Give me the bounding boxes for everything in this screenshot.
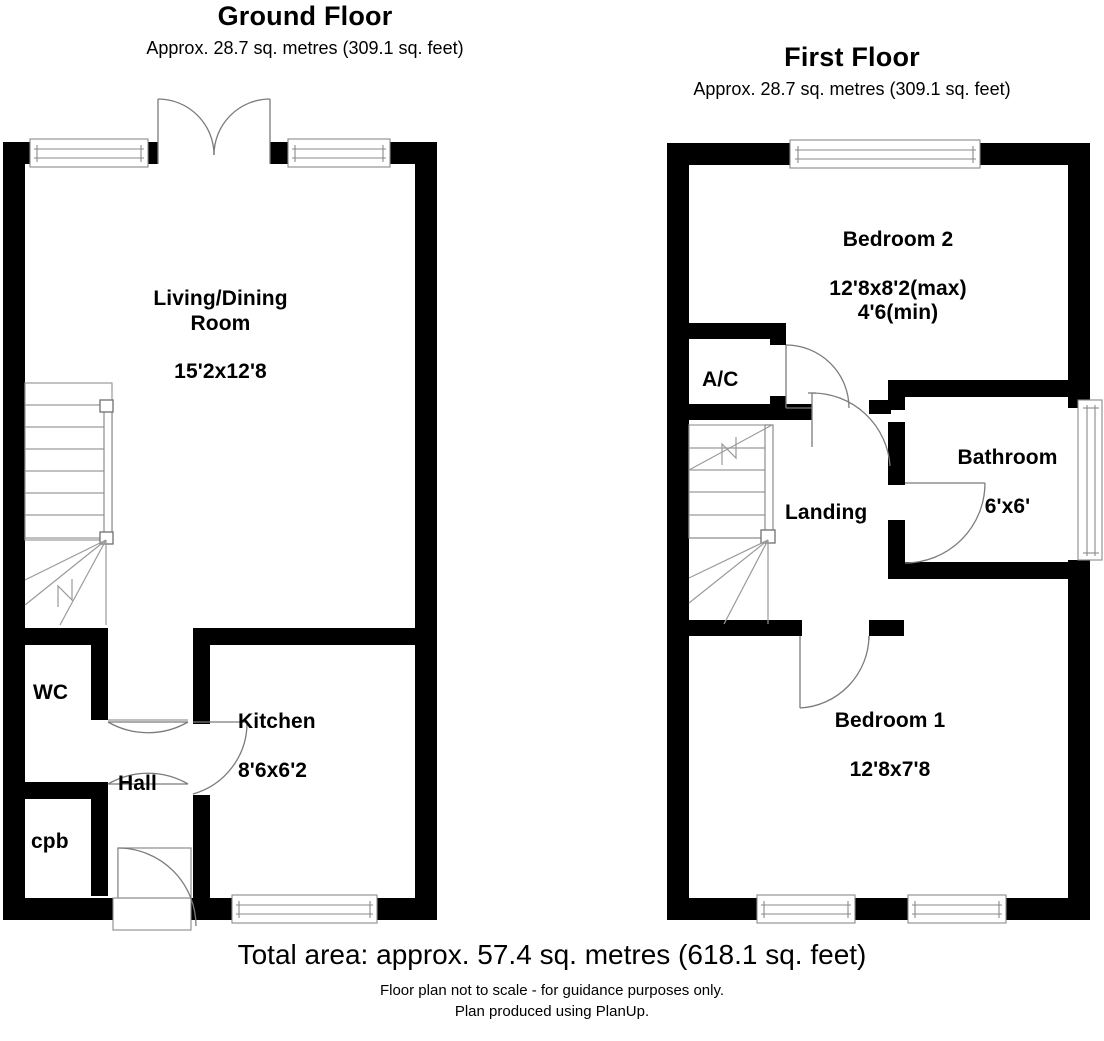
bedroom2-door [808, 392, 891, 467]
room-name-hall: Hall [118, 772, 157, 796]
wall-ground-left [3, 142, 25, 920]
wall-ground-wc-partition [91, 628, 108, 720]
wall-ground-kitchen-partition-upper [193, 628, 210, 724]
room-name-bedroom-2: Bedroom 2 [842, 228, 954, 252]
wc-door [107, 721, 189, 734]
living-window-left [29, 138, 149, 168]
wall-first-right-lower [1068, 560, 1090, 920]
room-label-bedroom-1: Bedroom 1 12'8x7'8 [805, 685, 975, 807]
wall-first-ac-right-upper [770, 323, 786, 345]
ground-floor-area: Approx. 28.7 sq. metres (309.1 sq. feet) [146, 38, 464, 58]
disclaimer-line-1: Floor plan not to scale - for guidance p… [379, 982, 725, 999]
first-floor-plan [667, 139, 1103, 924]
room-dims-living-dining: 15'2x12'8 [174, 360, 267, 384]
wall-first-landing-bottom-right [869, 620, 904, 636]
kitchen-door [192, 721, 248, 795]
ground-floor-title-block: Ground Floor Approx. 28.7 sq. metres (30… [0, 0, 610, 60]
room-label-wc: WC [33, 657, 133, 730]
room-label-cpb: cpb [31, 806, 131, 879]
first-staircase [688, 424, 776, 625]
ground-floor-plan [3, 98, 437, 931]
first-floor-title: First Floor [784, 42, 920, 72]
bedroom1-door [799, 635, 870, 709]
bathroom-door [904, 482, 986, 564]
room-label-living-dining: Living/Dining Room 15'2x12'8 [108, 263, 333, 409]
wall-first-bathroom-left-lower [888, 422, 905, 485]
room-dims-bedroom-1: 12'8x7'8 [849, 758, 931, 782]
wall-ground-wc-cpb-divider [3, 782, 95, 799]
bedroom1-window-right [907, 894, 1007, 924]
room-label-kitchen: Kitchen 8'6x6'2 [238, 686, 423, 808]
bedroom2-window [789, 139, 981, 169]
wall-ground-bottom-left [3, 898, 113, 920]
room-label-bathroom: Bathroom 6'x6' [920, 422, 1095, 544]
total-area-text: Total area: approx. 57.4 sq. metres (618… [237, 939, 867, 970]
living-window-right [287, 138, 391, 168]
wall-first-bathroom-stub [869, 400, 891, 414]
wall-ground-kitchen-partition-lower [193, 795, 210, 920]
cpb-door [107, 772, 189, 785]
room-label-ac: A/C [702, 344, 792, 417]
wall-first-bathroom-top [888, 380, 1073, 397]
ground-staircase [24, 382, 114, 626]
room-name-kitchen: Kitchen [238, 710, 316, 734]
disclaimer-text: Floor plan not to scale - for guidance p… [0, 980, 1104, 1022]
room-name-ac: A/C [702, 368, 739, 392]
room-dims-bedroom-2: 12'8x8'2(max) 4'6(min) [829, 277, 967, 325]
first-floor-area: Approx. 28.7 sq. metres (309.1 sq. feet) [693, 79, 1011, 99]
wall-ground-right [415, 142, 437, 920]
plan-footer: Total area: approx. 57.4 sq. metres (618… [0, 938, 1104, 1022]
room-label-hall: Hall [118, 748, 218, 821]
room-dims-bathroom: 6'x6' [984, 495, 1031, 519]
wall-first-left [667, 143, 689, 920]
wall-first-ac-top [682, 323, 786, 339]
wall-ground-mid-horizontal-left [3, 628, 108, 645]
room-name-living-dining: Living/Dining Room [153, 287, 288, 335]
room-label-bedroom-2: Bedroom 2 12'8x8'2(max) 4'6(min) [778, 204, 1018, 350]
bathroom-window [1077, 399, 1103, 561]
wall-first-right-upper [1068, 143, 1090, 386]
wall-ground-mid-horizontal-right [193, 628, 415, 645]
disclaimer-line-2: Plan produced using PlanUp. [454, 1003, 650, 1020]
wall-ground-cpb-partition [91, 782, 108, 896]
kitchen-window [231, 894, 378, 924]
french-doors [157, 98, 271, 164]
room-name-cpb: cpb [31, 830, 69, 854]
room-name-bathroom: Bathroom [957, 446, 1058, 470]
room-name-landing: Landing [785, 501, 868, 525]
wall-first-ac-right-lower [770, 396, 786, 412]
bedroom1-window-left [756, 894, 856, 924]
front-door [112, 847, 197, 931]
wall-first-bathroom-bottom [888, 562, 1073, 579]
wall-first-bathroom-left-upper [888, 380, 905, 410]
room-label-landing: Landing [785, 477, 915, 550]
wall-first-bottom [667, 898, 1090, 920]
wall-first-landing-bottom [667, 620, 802, 636]
room-name-bedroom-1: Bedroom 1 [834, 709, 946, 733]
ac-door [785, 344, 850, 409]
ground-floor-title: Ground Floor [217, 1, 393, 31]
room-dims-kitchen: 8'6x6'2 [238, 759, 308, 783]
first-floor-title-block: First Floor Approx. 28.7 sq. metres (309… [600, 41, 1104, 101]
room-name-wc: WC [33, 681, 69, 705]
